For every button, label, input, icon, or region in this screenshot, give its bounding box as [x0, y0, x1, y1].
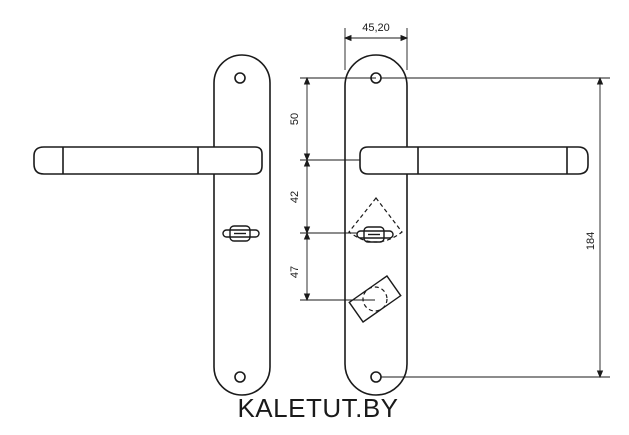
- watermark-text: KALETUT.BY: [237, 393, 398, 423]
- front-top-screw-hole: [234, 72, 246, 84]
- side-view: [344, 54, 589, 396]
- front-backplate: [213, 54, 271, 396]
- dimension-lines: [300, 28, 610, 379]
- top-to-handle-dimension-label: 50: [289, 113, 301, 125]
- front-handle-lever: [33, 146, 263, 175]
- handle-to-keyhole-dimension-label: 42: [289, 191, 301, 203]
- side-handle-lever: [359, 146, 589, 175]
- side-backplate: [344, 54, 408, 396]
- rotation-cone-dashed: [348, 197, 403, 243]
- front-view: [33, 54, 271, 396]
- side-bottom-screw-hole: [370, 371, 382, 383]
- keyhole-to-turn-dimension-label: 47: [289, 266, 301, 278]
- total-height-dimension-label: 184: [585, 232, 597, 250]
- front-keyhole: [222, 225, 260, 242]
- front-bottom-screw-hole: [234, 371, 246, 383]
- width-dimension-label: 45,20: [362, 22, 390, 34]
- turn-indicator: [348, 275, 402, 323]
